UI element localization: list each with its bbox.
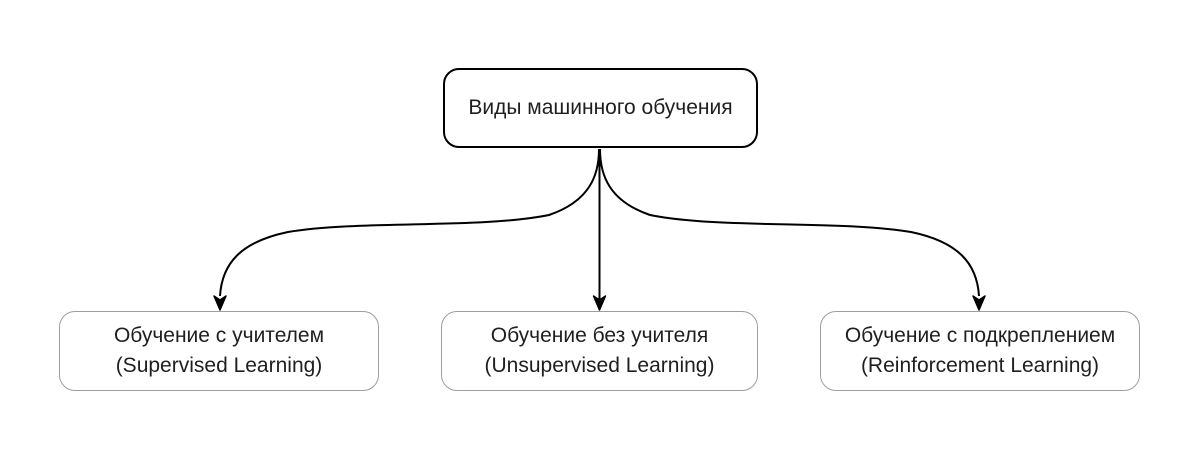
child-node-supervised: Обучение с учителем (Supervised Learning… — [59, 311, 379, 391]
arrowhead-supervised — [213, 295, 227, 311]
arrowhead-reinforcement — [972, 295, 986, 311]
root-node-ml-types: Виды машинного обучения — [443, 68, 758, 148]
child-node-label-ru: Обучение с учителем — [113, 324, 325, 347]
child-node-reinforcement: Обучение с подкреплением (Reinforcement … — [820, 311, 1140, 391]
child-node-label-ru: Обучение с подкреплением — [844, 324, 1116, 347]
root-node-label: Виды машинного обучения — [468, 96, 733, 119]
child-node-label-en: (Reinforcement Learning) — [860, 354, 1100, 377]
child-node-label-ru: Обучение без учителя — [490, 324, 709, 347]
child-node-unsupervised: Обучение без учителя (Unsupervised Learn… — [441, 311, 758, 391]
edge-root-to-supervised — [219, 148, 600, 297]
arrowhead-unsupervised — [592, 295, 607, 311]
child-node-label-en: (Supervised Learning) — [115, 354, 323, 377]
edge-root-to-reinforcement — [599, 148, 980, 297]
child-node-label-en: (Unsupervised Learning) — [484, 354, 715, 377]
